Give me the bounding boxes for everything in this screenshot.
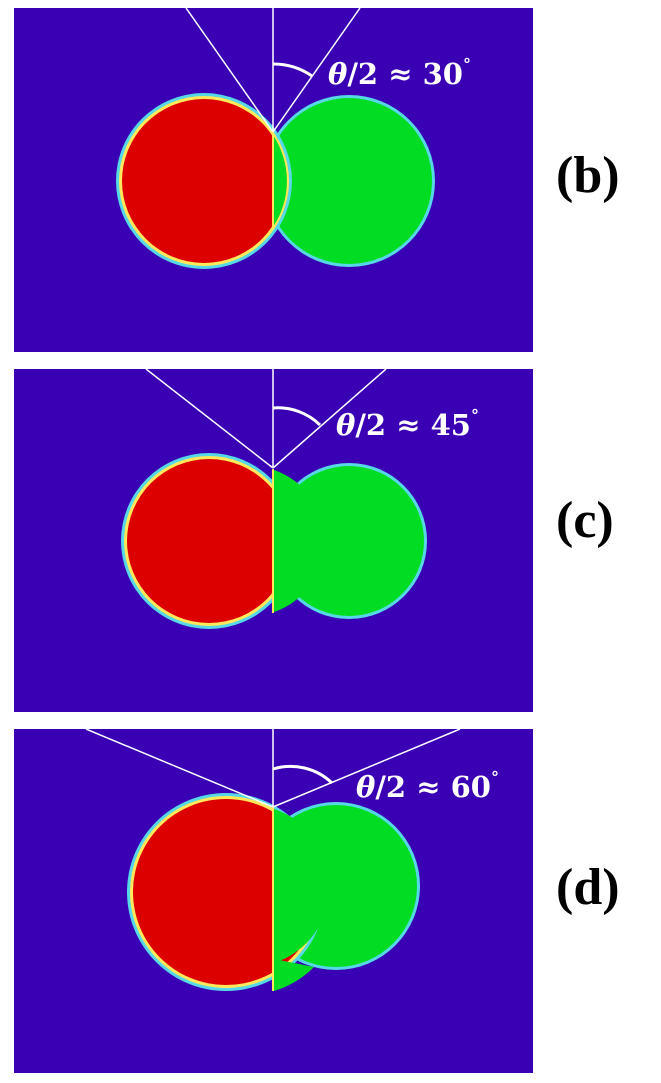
left-droplet	[127, 459, 291, 623]
right-cap-overlay	[273, 135, 287, 227]
angle-label: θ/2 ≈ 60°	[356, 768, 499, 804]
angle-arc	[272, 764, 334, 785]
panel-b-figure: θ/2 ≈ 30°	[14, 8, 533, 352]
angle-arc	[272, 406, 322, 427]
right-tangent-line	[272, 8, 361, 133]
panel-label-c: (c)	[556, 492, 614, 549]
right-tangent-line	[272, 729, 461, 808]
left-droplet	[122, 99, 286, 263]
right-lower-fill	[274, 959, 314, 991]
angle-label: θ/2 ≈ 30°	[328, 55, 471, 91]
right-inner-fill	[274, 470, 325, 612]
panel-c: θ/2 ≈ 45°	[14, 369, 533, 712]
right-cap-fill	[274, 809, 330, 963]
panel-c-figure: θ/2 ≈ 45°	[14, 369, 533, 712]
panel-d: θ/2 ≈ 60°	[14, 729, 533, 1073]
panel-label-d: (d)	[556, 859, 620, 916]
left-tangent-line	[145, 369, 274, 469]
left-tangent-line	[185, 8, 274, 133]
right-droplet	[266, 98, 432, 264]
panel-d-figure: θ/2 ≈ 60°	[14, 729, 533, 1073]
left-tangent-line	[85, 729, 274, 808]
panel-label-b: (b)	[556, 147, 620, 204]
angle-arc	[272, 62, 313, 78]
right-tangent-line	[272, 369, 387, 469]
panel-b: θ/2 ≈ 30°	[14, 8, 533, 352]
angle-label: θ/2 ≈ 45°	[336, 406, 479, 442]
